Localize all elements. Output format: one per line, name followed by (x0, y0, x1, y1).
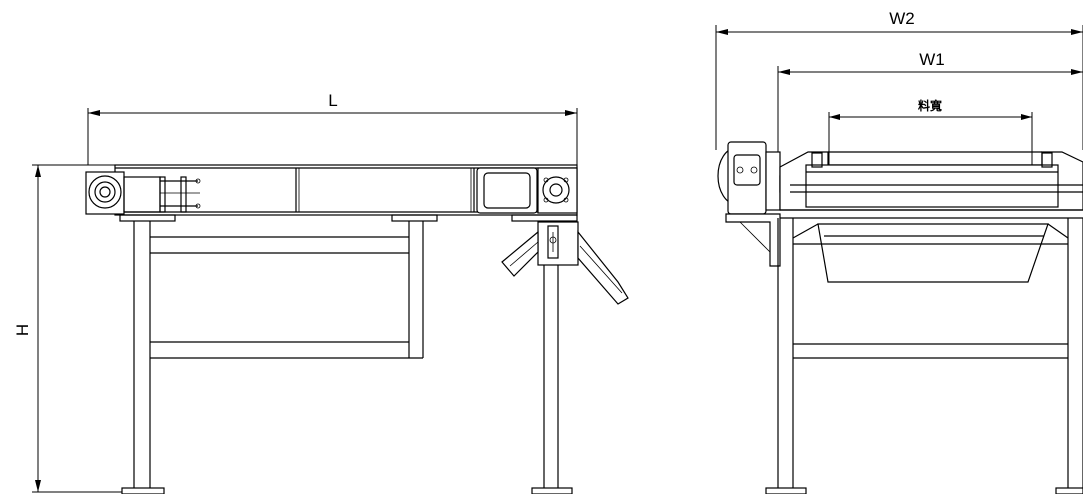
dimension-height: H (13, 164, 122, 493)
left-leg-frame (121, 221, 424, 494)
discharge-chute (501, 221, 629, 305)
dimension-w2: W2 (715, 9, 1083, 150)
dimension-length: L (87, 91, 578, 165)
end-legs (765, 218, 1083, 494)
height-label: H (13, 324, 32, 336)
w1-label: W1 (919, 50, 945, 69)
length-label: L (328, 91, 337, 110)
tail-pulley-assembly (85, 171, 201, 215)
dimension-belt-width: 料寬 (828, 98, 1033, 165)
right-leg (531, 221, 573, 494)
end-chute (817, 223, 1049, 283)
end-view: W2 W1 料寬 (715, 9, 1083, 494)
w2-label: W2 (889, 9, 915, 28)
drive-assembly (476, 167, 578, 214)
end-frame (779, 151, 1083, 219)
dimension-w1: W1 (777, 50, 1083, 160)
belt-width-label: 料寬 (918, 98, 942, 113)
side-view: L H (13, 91, 629, 494)
motor-bracket (725, 213, 781, 267)
support-plates (119, 214, 578, 222)
